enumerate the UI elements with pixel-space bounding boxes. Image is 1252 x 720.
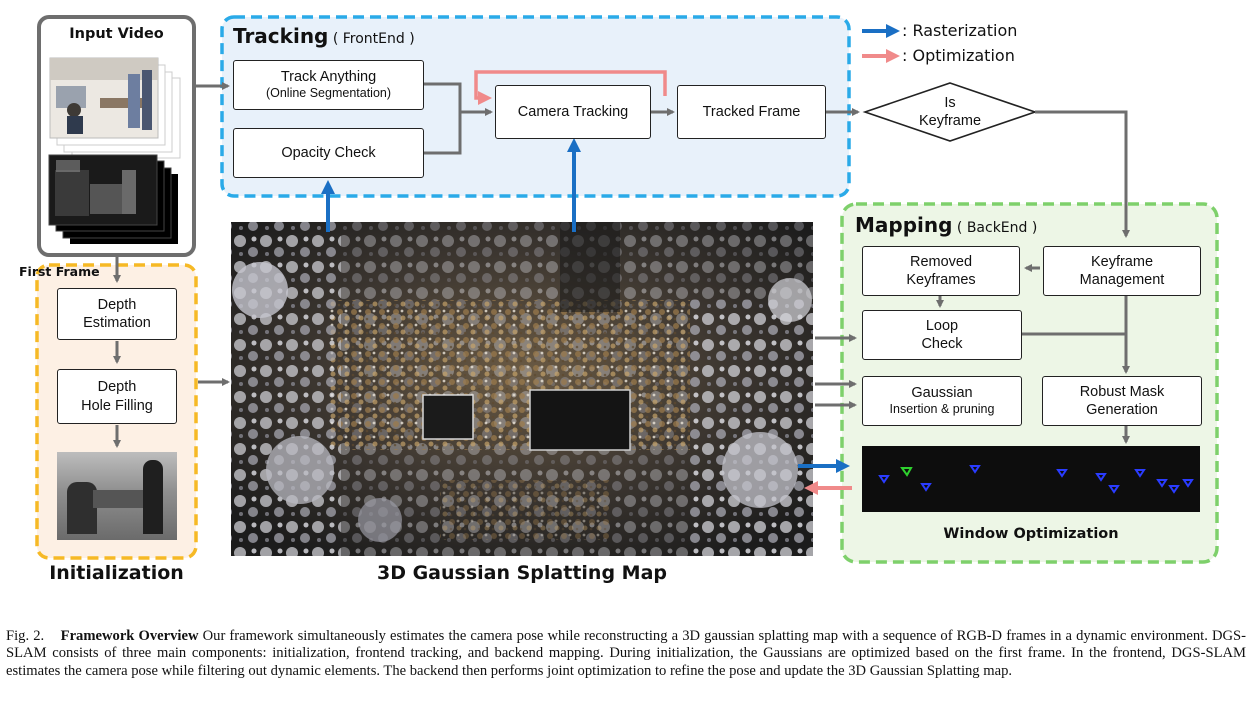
- robust-mask-box: Robust Mask Generation: [1042, 376, 1202, 426]
- opacity-check-label: Opacity Check: [281, 144, 376, 161]
- filled-depth-image: [57, 452, 177, 540]
- loop-check-line1: Loop: [925, 317, 959, 334]
- is-keyframe-line2: Keyframe: [918, 113, 982, 129]
- hole-filling-line2: Hole Filling: [81, 397, 153, 414]
- robust-mask-line2: Generation: [1086, 402, 1158, 418]
- gaussian-insertion-line2: Insertion & pruning: [889, 402, 995, 417]
- is-keyframe-label: Is Keyframe: [880, 94, 1020, 130]
- tracking-title-text: Tracking: [233, 24, 329, 48]
- gaussian-insertion-line1: Gaussian: [911, 385, 973, 402]
- window-optimization-image: [862, 446, 1200, 512]
- loop-check-line2: Check: [921, 336, 963, 352]
- map-title: 3D Gaussian Splatting Map: [376, 562, 667, 584]
- keyframe-management-line1: Keyframe: [1090, 253, 1154, 270]
- mapping-title-text: Mapping: [855, 213, 953, 237]
- tracked-frame-label: Tracked Frame: [702, 103, 801, 120]
- mapping-subtitle: ( BackEnd ): [956, 220, 1038, 236]
- is-keyframe-line1: Is: [944, 95, 956, 111]
- window-optimization-label: Window Optimization: [943, 526, 1119, 542]
- removed-keyframes-line1: Removed: [909, 253, 973, 270]
- depth-estimation-line2: Estimation: [83, 315, 151, 331]
- hole-filling-line1: Depth: [97, 379, 137, 396]
- legend-optimization-label: : Optimization: [902, 46, 1015, 65]
- caption-bold: Framework Overview: [60, 628, 199, 644]
- track-anything-label: Track Anything: [280, 69, 377, 86]
- caption-text: Our framework simultaneously estimates t…: [6, 628, 1247, 679]
- legend-rasterization-label: : Rasterization: [902, 21, 1018, 40]
- initialization-title: Initialization: [49, 562, 184, 584]
- figure-caption: Fig. 2. Framework Overview Our framework…: [6, 628, 1246, 680]
- input-video-title: Input Video: [69, 26, 164, 42]
- opacity-check-box: Opacity Check: [233, 128, 424, 178]
- keyframe-management-box: Keyframe Management: [1043, 246, 1201, 296]
- removed-keyframes-box: Removed Keyframes: [862, 246, 1020, 296]
- gaussian-insertion-box: Gaussian Insertion & pruning: [862, 376, 1022, 426]
- depth-estimation-box: Depth Estimation: [57, 288, 177, 340]
- is-keyframe-diamond: [862, 82, 1038, 142]
- depth-estimation-line1: Depth: [97, 296, 137, 313]
- tracking-title: Tracking ( FrontEnd ): [233, 24, 415, 48]
- keyframe-management-line2: Management: [1079, 272, 1165, 288]
- tracked-frame-box: Tracked Frame: [677, 85, 826, 139]
- caption-prefix: Fig. 2.: [6, 628, 45, 644]
- camera-tracking-label: Camera Tracking: [517, 103, 629, 120]
- rgb-frames-thumbnail: [49, 57, 181, 159]
- hole-filling-box: Depth Hole Filling: [57, 369, 177, 424]
- mapping-title: Mapping ( BackEnd ): [855, 213, 1037, 237]
- removed-keyframes-line2: Keyframes: [906, 272, 976, 288]
- loop-check-box: Loop Check: [862, 310, 1022, 360]
- tracking-subtitle: ( FrontEnd ): [332, 31, 415, 47]
- optimization-loop-arrow: [474, 70, 667, 105]
- track-anything-box: Track Anything (Online Segmentation): [233, 60, 424, 110]
- diagram-canvas: [35, 15, 1219, 564]
- track-anything-sublabel: (Online Segmentation): [265, 86, 392, 101]
- camera-tracking-box: Camera Tracking: [495, 85, 651, 139]
- depth-frames-thumbnail: [48, 154, 178, 244]
- first-frame-label: First Frame: [19, 264, 100, 279]
- gaussian-splatting-map-image: [231, 222, 813, 556]
- robust-mask-line1: Robust Mask: [1079, 383, 1165, 400]
